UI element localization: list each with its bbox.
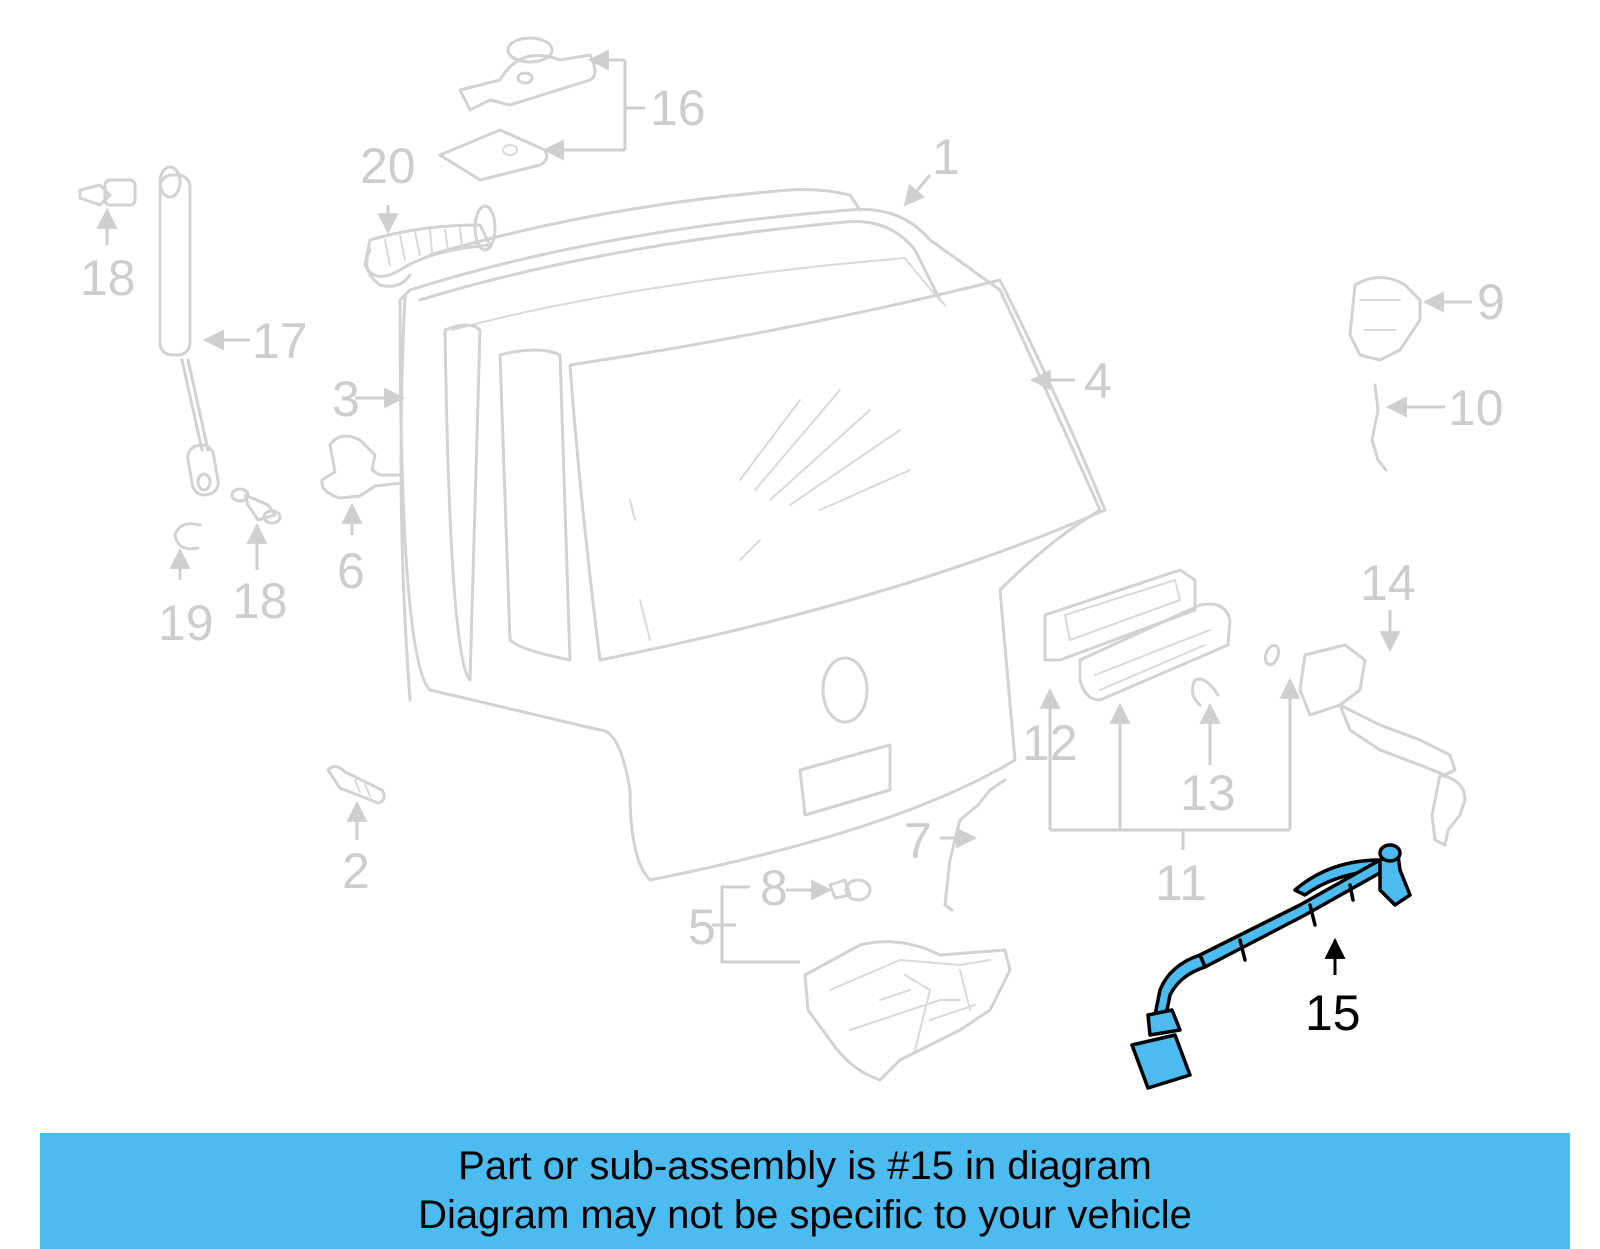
callout-6: 6 [337,543,365,599]
callout-8: 8 [760,860,788,916]
callout-20: 20 [360,138,416,194]
callout-14: 14 [1360,555,1416,611]
retaining-clip [173,522,202,551]
handle-assembly [1043,568,1232,702]
callout-10: 10 [1448,380,1504,436]
callout-9: 9 [1477,274,1505,330]
pivot-bolt [326,765,386,805]
hinge-assembly [438,36,597,182]
callout-15: 15 [1305,985,1361,1041]
support-strut [158,165,220,497]
liftgate-panel [398,188,1102,882]
lock-rod [943,778,1007,912]
rod-clip [828,878,872,902]
lock-cylinder [1298,643,1467,847]
callout-7: 7 [904,813,932,869]
latch-bracket [320,434,404,500]
callout-18-lower: 18 [232,573,288,629]
callout-19: 19 [158,595,214,651]
actuator-link [1370,383,1388,472]
callout-2: 2 [342,843,370,899]
ball-stud-upper [78,178,137,207]
leader-lines [96,49,1472,975]
wiring-harness-highlighted [1130,843,1412,1090]
callout-11: 11 [1155,855,1207,911]
callout-17: 17 [252,313,308,369]
banner-line-disclaimer: Diagram may not be specific to your vehi… [418,1193,1192,1237]
callout-4: 4 [1084,353,1112,409]
latch-assembly [803,940,1012,1082]
handle-seal [1263,643,1281,667]
callout-1: 1 [932,129,960,185]
callout-5: 5 [688,899,716,955]
callout-3: 3 [332,371,360,427]
weatherstrip [399,293,412,702]
harness-boot [363,204,497,288]
actuator-motor [1348,276,1422,362]
ball-stud-lower [230,487,282,525]
callout-18-upper: 18 [80,250,136,306]
callout-13: 13 [1180,765,1236,821]
rear-glass [568,278,1107,662]
callout-12: 12 [1022,715,1078,771]
banner-line-part-number: Part or sub-assembly is #15 in diagram [458,1144,1152,1188]
callout-16: 16 [650,80,706,136]
info-banner: Part or sub-assembly is #15 in diagram D… [40,1133,1570,1249]
handle-clip [1190,677,1220,707]
